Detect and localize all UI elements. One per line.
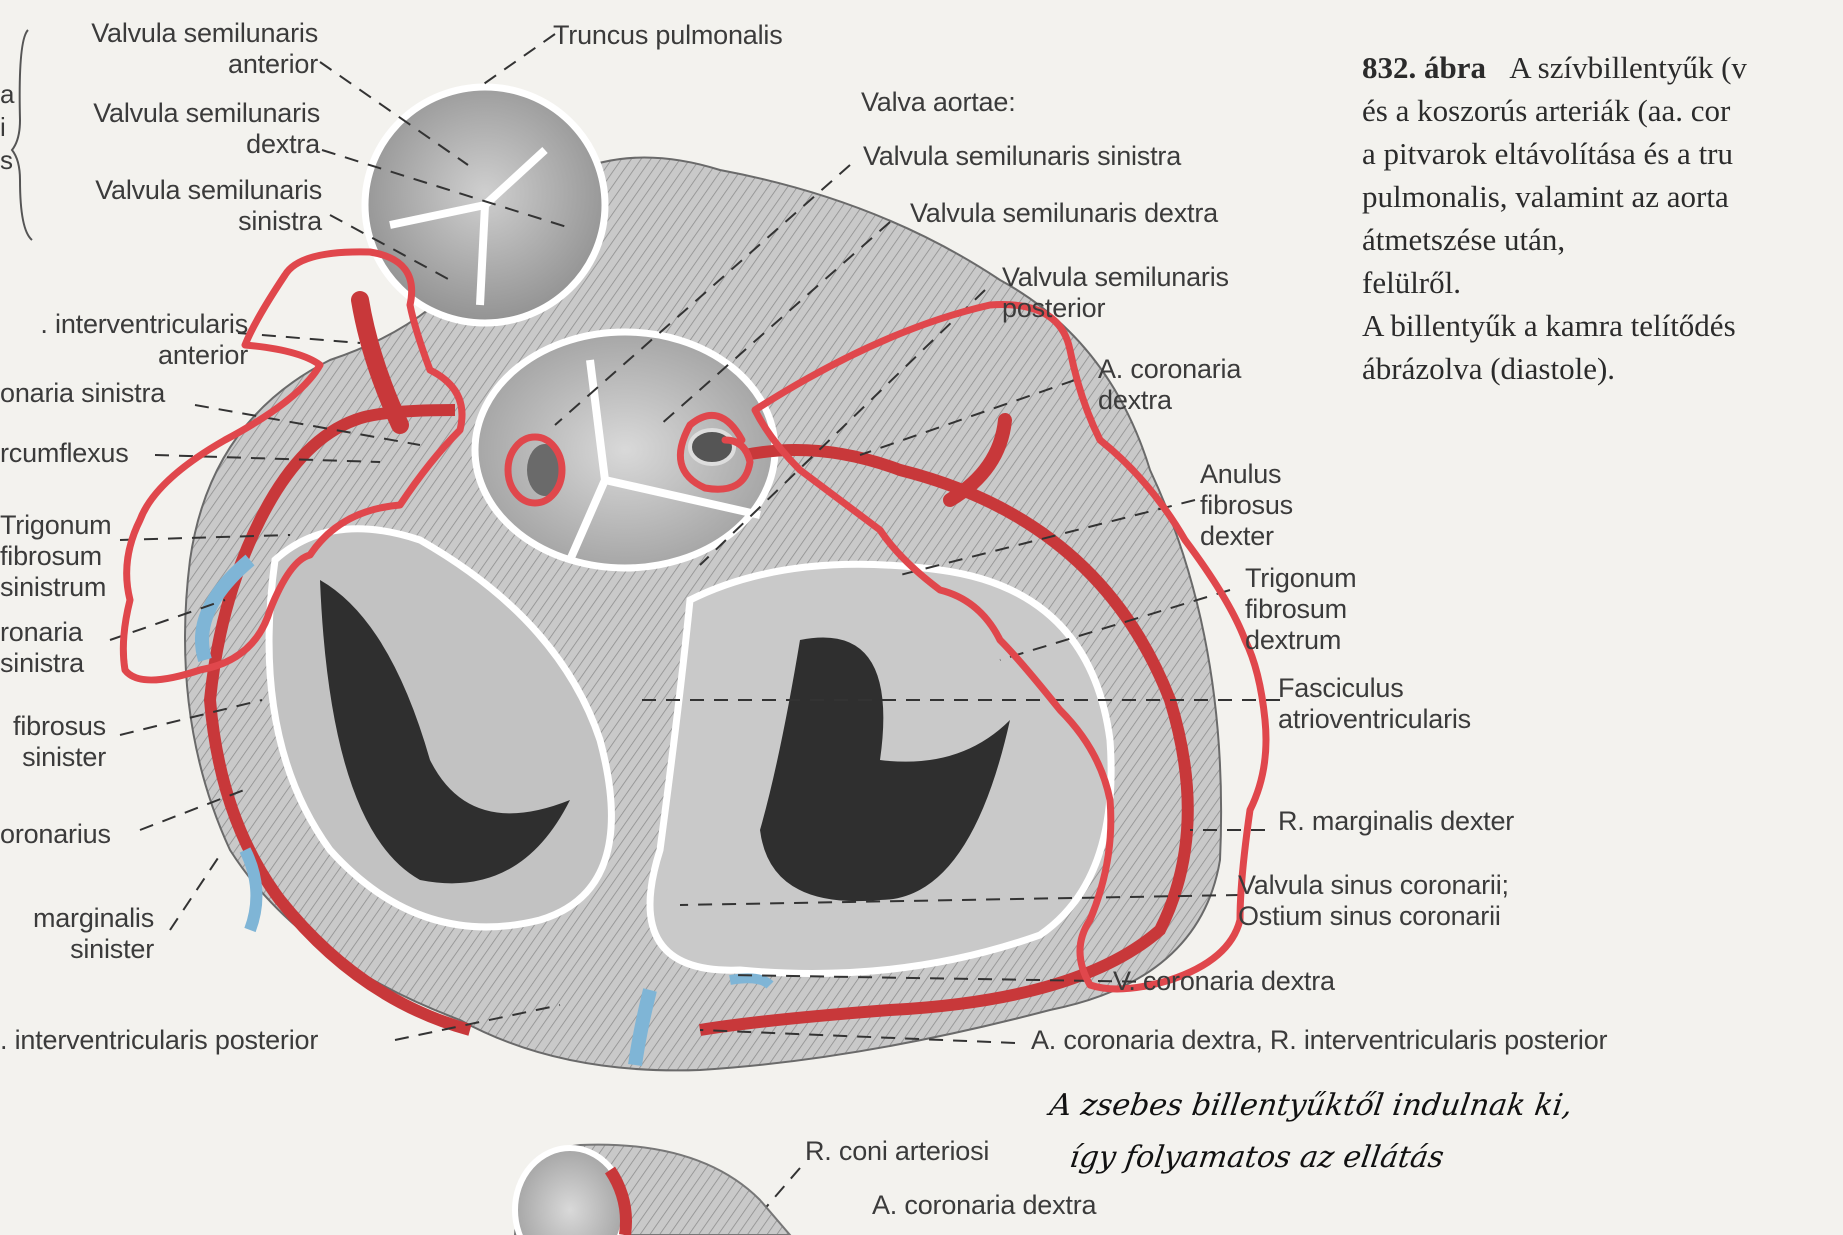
label-line: Valvula semilunaris (91, 18, 318, 48)
label-line: Trigonum (0, 510, 112, 540)
label-r-circumflexus: rcumflexus (0, 438, 129, 468)
label-line: Valvula semilunaris (95, 175, 322, 205)
coronary-ostium-right (688, 428, 736, 466)
cut-letter: a (0, 79, 15, 109)
caption-line-1: 832. ábra A szívbillentyűk (v (1362, 46, 1843, 89)
annotation-circle-right (676, 412, 754, 493)
label-line: . interventricularis (40, 309, 248, 339)
label-a-coronaria-sinistra: onaria sinistra (0, 378, 166, 408)
label-r-interventricularis-posterior: . interventricularis posterior (0, 1025, 319, 1055)
cut-letter: i (0, 112, 6, 142)
caption-line: a pitvarok eltávolítása és a tru (1362, 136, 1734, 171)
label-trigonum-fibrosum-dextrum: Trigonum fibrosum dextrum (1245, 563, 1357, 656)
bracket-cut-letters: a i s (0, 78, 14, 177)
label-line: A. coronaria (1098, 354, 1242, 384)
annotation-left-outline (119, 248, 466, 684)
label-v-coronaria-sinistra: ronaria sinistra (0, 617, 84, 679)
label-truncus-pulmonalis: Truncus pulmonalis (553, 20, 783, 50)
label-anulus-fibrosus-dexter: Anulus fibrosus dexter (1200, 459, 1293, 552)
label-v-coronaria-dextra: V. coronaria dextra (1113, 966, 1335, 996)
coronary-vein-lower (239, 847, 263, 933)
caption-line: és a koszorús arteriák (aa. cor (1362, 93, 1731, 128)
label-line: Valvula semilunaris (1002, 262, 1229, 292)
label-line: dextra (246, 129, 320, 159)
label-pulm-valvula-sinistra: Valvula semilunaris sinistra (40, 175, 322, 237)
label-anulus-fibrosus-sinister: fibrosus sinister (0, 711, 106, 773)
label-line: dextra (1098, 385, 1172, 415)
label-line: fibrosum (1245, 594, 1347, 624)
label-a-coronaria-dextra-bottom: A. coronaria dextra (872, 1190, 1097, 1220)
label-sinus-coronarius: oronarius (0, 819, 111, 849)
label-pulm-valvula-dextra: Valvula semilunaris dextra (40, 98, 320, 160)
label-line: Valvula semilunaris (93, 98, 320, 128)
figure-number: 832. ábra (1362, 50, 1486, 85)
label-line: ronaria (0, 617, 83, 647)
caption-line: felülről. (1362, 265, 1461, 300)
right-coronary-artery (699, 444, 1194, 1036)
label-r-marginalis-sinister: marginalis sinister (0, 903, 154, 965)
label-a-coronaria-dextra: A. coronaria dextra (1098, 354, 1241, 416)
caption-line: ábrázolva (diastole). (1362, 351, 1616, 386)
figure-caption: 832. ábra A szívbillentyűk (v és a koszo… (1362, 46, 1843, 390)
label-aortic-valvula-dextra: Valvula semilunaris dextra (910, 198, 1218, 228)
caption-text: A szívbillentyűk (v (1509, 50, 1747, 85)
label-line: fibrosus (1200, 490, 1293, 520)
label-valvula-sinus-coronarii: Valvula sinus coronarii; Ostium sinus co… (1238, 870, 1509, 932)
label-line: fibrosum (0, 541, 102, 571)
label-line: dexter (1200, 521, 1274, 551)
label-line: atrioventricularis (1278, 704, 1471, 734)
label-line: anterior (158, 340, 248, 370)
label-line: fibrosus (13, 711, 106, 741)
label-line: sinistra (238, 206, 322, 236)
label-line: sinister (22, 742, 106, 772)
label-line: posterior (1002, 293, 1106, 323)
label-a-coronaria-dextra-r-interventricularis-posterior: A. coronaria dextra, R. interventricular… (1031, 1025, 1608, 1055)
label-line: sinistra (0, 648, 84, 678)
label-pulm-valvula-anterior: Valvula semilunaris anterior (40, 18, 318, 80)
handwritten-note-line-2: így folyamatos az ellátás (1067, 1140, 1447, 1175)
cut-letter: s (0, 145, 13, 175)
handwritten-note-line-1: A zsebes billentyűktől indulnak ki, (1047, 1088, 1575, 1123)
coronary-vein-bottom (628, 988, 657, 1066)
label-line: marginalis (32, 903, 154, 933)
label-line: Trigonum (1245, 563, 1357, 593)
caption-line: pulmonalis, valamint az aorta (1362, 179, 1729, 214)
label-line: Valvula sinus coronarii; (1238, 870, 1509, 900)
label-line: sinistrum (0, 572, 107, 602)
label-line: Fasciculus (1278, 673, 1404, 703)
annotation-right-outline (751, 301, 1270, 993)
coronary-ostium-left (527, 444, 563, 496)
label-fasciculus-atrioventricularis: Fasciculus atrioventricularis (1278, 673, 1471, 735)
coronary-vein-left (195, 554, 255, 663)
label-r-interventricularis-anterior: . interventricularis anterior (0, 309, 248, 371)
bracket-line (10, 29, 33, 241)
caption-line: A billentyűk a kamra telítődés (1362, 308, 1736, 343)
label-aortic-valvula-sinistra: Valvula semilunaris sinistra (863, 141, 1182, 171)
label-line: anterior (228, 49, 318, 79)
anterior-interventricular-branch (351, 291, 409, 434)
label-r-marginalis-dexter: R. marginalis dexter (1278, 806, 1515, 836)
label-line: dextrum (1245, 625, 1342, 655)
label-r-coni-arteriosi: R. coni arteriosi (805, 1136, 990, 1166)
label-line: Anulus (1200, 459, 1282, 489)
caption-line: átmetszése után, (1362, 222, 1566, 257)
label-valva-aortae: Valva aortae: (861, 87, 1016, 117)
label-trigonum-fibrosum-sinistrum: Trigonum fibrosum sinistrum (0, 510, 112, 603)
left-coronary-artery (203, 404, 472, 1036)
label-line: sinister (70, 934, 154, 964)
annotation-circle-left (504, 433, 566, 507)
label-line: Ostium sinus coronarii (1238, 901, 1501, 931)
label-aortic-valvula-posterior: Valvula semilunaris posterior (1002, 262, 1229, 324)
